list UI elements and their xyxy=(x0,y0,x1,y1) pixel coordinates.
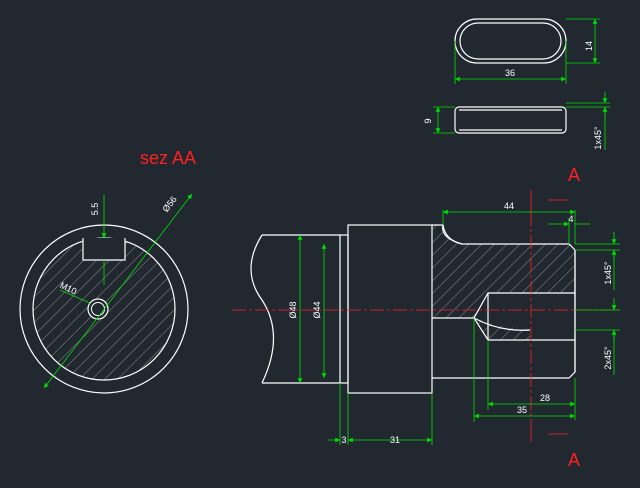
key-top-view xyxy=(454,18,567,64)
key-outline-outer xyxy=(454,18,567,64)
dim-dia-44: Ø44 xyxy=(312,301,322,318)
shaft-hatch xyxy=(432,225,575,340)
dim-len-35: 35 xyxy=(517,405,527,415)
dim-key-chamfer: 1x45° xyxy=(593,126,603,150)
dim-keyway-depth: 5.5 xyxy=(90,203,100,216)
dim-dia-48: Ø48 xyxy=(288,301,298,318)
break-line xyxy=(250,234,275,384)
dim-key-height: 9 xyxy=(423,118,433,123)
key-side-outline xyxy=(454,106,567,134)
shoulder xyxy=(339,234,349,384)
flange xyxy=(347,224,433,394)
shaft-dims xyxy=(297,209,620,445)
dim-outer-diameter: Ø56 xyxy=(160,194,178,214)
dim-len-44: 44 xyxy=(504,201,514,211)
dim-len-4: 4 xyxy=(568,214,573,224)
section-title: sez AA xyxy=(140,148,196,168)
section-mark-top: A xyxy=(568,165,580,185)
key-top-dims xyxy=(454,18,600,84)
section-aa-dims xyxy=(43,193,193,389)
dim-chamfer-1: 1x45° xyxy=(603,261,613,285)
dim-len-28: 28 xyxy=(540,393,550,403)
key-side-view xyxy=(454,106,567,134)
key-side-dims xyxy=(433,92,610,150)
dim-chamfer-2: 2x45° xyxy=(603,346,613,370)
section-mark-bottom: A xyxy=(568,450,580,470)
dim-len-31: 31 xyxy=(390,435,400,445)
dim-key-width: 14 xyxy=(584,41,594,51)
section-cut-line xyxy=(530,190,568,442)
dim-key-length: 36 xyxy=(505,68,515,78)
key-outline-inner xyxy=(459,22,562,60)
dim-len-3: 3 xyxy=(341,435,346,445)
